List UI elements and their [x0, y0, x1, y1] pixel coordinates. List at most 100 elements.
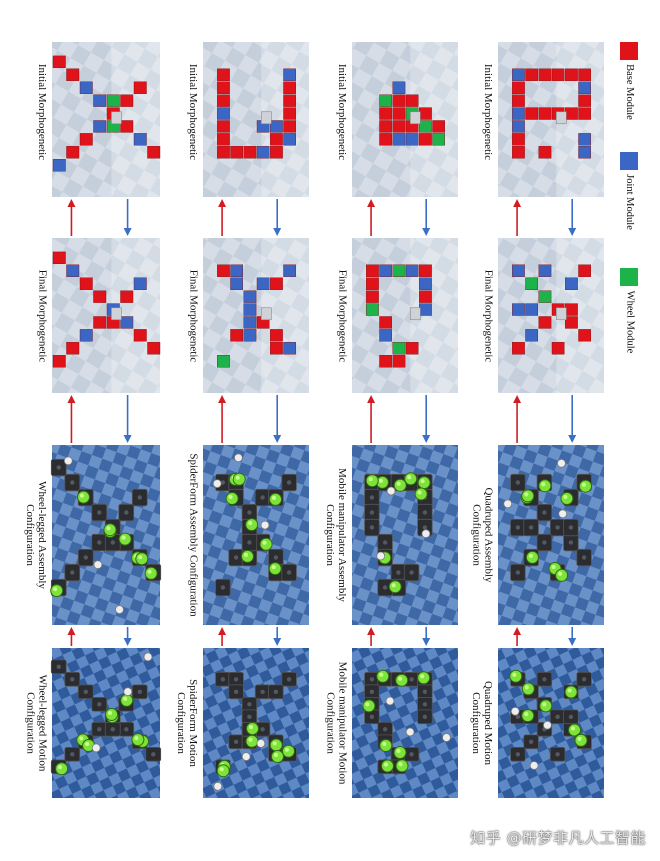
- wheel-module: [379, 739, 393, 752]
- module-socket: [369, 689, 375, 694]
- assembly-config-label-line: Wheel-legged Assembly: [35, 481, 48, 589]
- module-block: [419, 303, 432, 316]
- wheel-highlight: [398, 762, 403, 767]
- wheel-highlight: [248, 737, 253, 742]
- module-block: [283, 342, 297, 355]
- wheel-module: [521, 709, 535, 723]
- wheel-highlight: [80, 493, 84, 498]
- wheel-highlight: [368, 477, 373, 482]
- wheel-module: [395, 673, 409, 687]
- module-block: [133, 133, 147, 146]
- module-block: [565, 303, 578, 316]
- wheel-highlight: [365, 702, 370, 707]
- module-socket: [542, 540, 547, 545]
- module-socket: [515, 570, 521, 575]
- module-block: [578, 68, 592, 81]
- wheel-module: [50, 584, 64, 598]
- module-socket: [70, 480, 75, 485]
- module-socket: [97, 702, 102, 707]
- module-block: [120, 120, 134, 133]
- module-block: [270, 133, 283, 146]
- joint-sphere: [442, 733, 451, 742]
- module-block: [366, 277, 379, 290]
- module-socket: [528, 739, 534, 744]
- module-block: [419, 133, 432, 146]
- legend-label-1: Joint Module: [623, 174, 635, 230]
- final-morph-label-line: Final Morphogenetic: [481, 269, 494, 362]
- module-socket: [568, 714, 574, 719]
- module-block: [93, 290, 107, 303]
- module-socket: [110, 727, 116, 732]
- module-block: [52, 55, 66, 69]
- wheel-highlight: [249, 725, 253, 730]
- wheel-module: [246, 722, 259, 736]
- module-block: [512, 342, 525, 355]
- assembly-config-label-line: SpiderForm Assembly Configuration: [187, 453, 200, 617]
- wheel-highlight: [147, 569, 152, 574]
- wheel-highlight: [272, 495, 276, 500]
- wheel-module: [77, 490, 90, 504]
- module-socket: [247, 714, 252, 719]
- module-block: [66, 68, 80, 81]
- module-socket: [409, 752, 414, 757]
- module-block: [538, 316, 552, 329]
- module-block: [366, 303, 379, 316]
- module-socket: [369, 714, 375, 719]
- joint-sphere: [212, 479, 222, 489]
- wheel-highlight: [551, 565, 556, 569]
- module-block: [133, 329, 147, 342]
- module-socket: [220, 480, 226, 485]
- module-socket: [286, 570, 292, 575]
- wheel-module: [376, 669, 390, 683]
- joint-sphere: [558, 509, 568, 519]
- module-block: [379, 94, 393, 107]
- module-block: [133, 81, 147, 94]
- wheel-highlight: [577, 736, 582, 741]
- assembly-panel-quadruped: [498, 445, 604, 625]
- wheel-module: [271, 750, 284, 763]
- module-socket: [247, 510, 252, 515]
- module-block: [525, 277, 539, 290]
- module-block: [283, 68, 297, 81]
- wheel-module: [521, 489, 535, 503]
- initial-morph-label-line: Initial Morphogenetic: [187, 63, 200, 160]
- module-block: [93, 316, 107, 329]
- initial-morph-label: Initial Morphogenetic: [482, 63, 494, 159]
- wheel-module: [555, 568, 569, 582]
- wheel-module: [414, 487, 428, 501]
- module-block: [79, 81, 93, 94]
- legend-swatch-1: [620, 152, 638, 170]
- module-socket: [369, 677, 375, 682]
- wheel-module: [135, 552, 149, 566]
- module-block: [120, 94, 134, 107]
- module-block: [392, 120, 406, 133]
- module-socket: [56, 465, 61, 470]
- wheel-module: [241, 549, 254, 563]
- module-socket: [382, 540, 388, 545]
- module-socket: [286, 677, 292, 682]
- module-socket: [422, 714, 428, 719]
- joint-sphere: [529, 761, 539, 770]
- module-block: [120, 316, 134, 329]
- wheel-highlight: [271, 565, 276, 570]
- module-block: [379, 355, 393, 368]
- module-block: [66, 264, 80, 277]
- joint-sphere: [510, 706, 520, 716]
- wheel-module: [539, 699, 553, 713]
- module-socket: [247, 540, 252, 545]
- joint-sphere: [385, 696, 395, 706]
- motion-config-label-line: Wheel-legged Motion: [35, 674, 48, 772]
- module-socket: [422, 689, 428, 694]
- module-block: [379, 120, 393, 133]
- wheel-highlight: [108, 711, 113, 715]
- module-block: [538, 68, 552, 81]
- motion-config-label-line: Configuration: [323, 692, 336, 754]
- final-morph-label-line: Final Morphogenetic: [186, 269, 199, 362]
- module-socket: [260, 727, 265, 732]
- module-socket: [70, 570, 75, 575]
- module-block: [578, 146, 592, 159]
- module-block: [66, 146, 80, 159]
- wheel-highlight: [219, 767, 224, 772]
